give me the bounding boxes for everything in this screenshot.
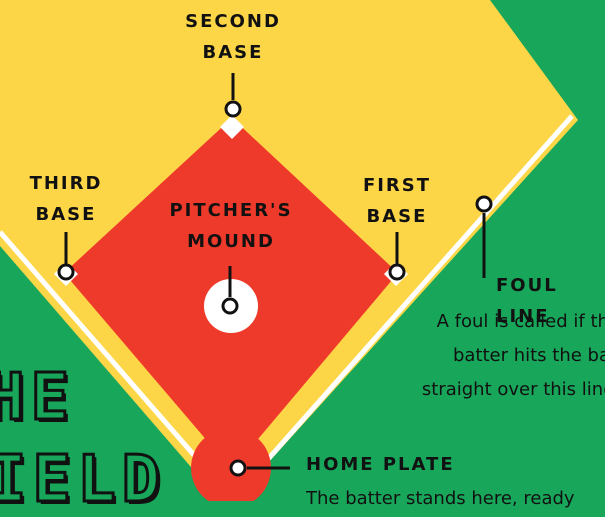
foul-line-pin <box>477 197 491 211</box>
pitchers-mound-pin <box>223 299 237 313</box>
third-base-pin <box>59 265 73 279</box>
first-base-pin <box>390 265 404 279</box>
foul-line-description: A foul is called if the batter hits the … <box>360 305 605 407</box>
title-fragment-line-1: HE <box>0 366 75 430</box>
second-base-pin <box>226 102 240 116</box>
baseball-field-diagram: SECONDBASE THIRDBASE FIRSTBASE PITCHER'S… <box>0 0 605 501</box>
title-fragment-line-2: IELD <box>0 448 166 512</box>
home-plate-description: The batter stands here, ready <box>306 482 605 516</box>
field-graphic <box>0 0 605 501</box>
home-plate-label: HOME PLATE <box>306 449 466 480</box>
home-plate-pin <box>231 461 245 475</box>
